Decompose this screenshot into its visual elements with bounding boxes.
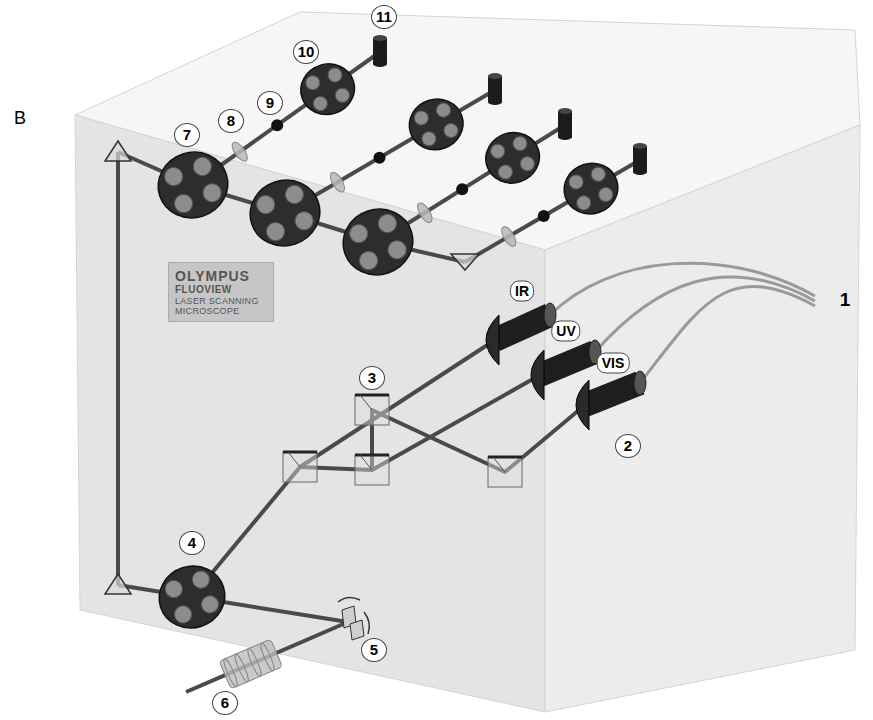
uv-beam [300,375,540,470]
dichroic-mirror [488,457,522,487]
housing-left-face [75,115,545,712]
scanning-mirrors [338,597,369,640]
nameplate-text: LASER SCANNING MICROSCOPE [175,296,267,317]
optical-fiber [640,287,815,383]
dichroic-mirror [355,455,389,485]
pinhole [374,152,386,164]
label-holder: 3 [359,366,385,390]
laser-name: IR [510,281,534,302]
emission-filter-wheel [479,126,546,190]
panel-letter: B [14,108,26,129]
filter-wheel [242,171,329,255]
nameplate-text: FLUOVIEW [175,284,267,296]
label-holder: 11 [371,5,397,29]
scan-lens [219,639,282,689]
laser-body [540,352,595,375]
barrier-filter [229,140,250,164]
laser-mount-plate [576,380,589,430]
prism [105,141,131,161]
laser-mount-plate [531,350,544,400]
callout-number: 2 [615,434,641,458]
emission-filter-wheel [294,57,361,121]
vertical-beam [116,152,120,585]
barrier-filter [328,170,348,194]
filter-wheel [335,200,422,284]
dichroic-mirror [355,395,389,425]
label-holder: 6 [212,691,238,715]
pinhole [538,210,550,222]
label-holder: 8 [218,109,244,133]
nameplate-text: OLYMPUS [175,268,267,284]
label-holder: VIS [597,353,630,374]
emission-filter-wheel [403,92,470,156]
pinhole [271,119,283,131]
label-holder: 5 [361,638,387,662]
photomultiplier-detector [558,108,572,140]
laser-body [585,383,640,405]
label-holder: B [14,108,26,129]
emission-filter-wheel [558,156,625,220]
housing-right-face [545,125,860,712]
laser-body [495,315,550,340]
laser-name: VIS [597,353,630,374]
callout-number: 5 [361,638,387,662]
callout-number: 4 [179,531,205,555]
dichroic-mirror [283,452,317,482]
nameplate: OLYMPUSFLUOVIEWLASER SCANNING MICROSCOPE [168,262,274,322]
ir-beam [300,340,495,467]
label-holder: 7 [174,123,200,147]
callout-number: 3 [359,366,385,390]
scan-beam [118,585,348,622]
label-holder: IR [510,281,534,302]
label-holder: 2 [615,434,641,458]
callout-number: 9 [257,91,283,115]
photomultiplier-detector [633,143,647,175]
callout-number: 8 [218,109,244,133]
label-holder: 4 [179,531,205,555]
callout-number: 11 [371,5,397,29]
laser-name: UV [551,321,580,342]
laser-mount-plate [486,315,499,365]
callout-number: 7 [174,123,200,147]
prism [451,254,479,270]
label-holder: 10 [293,40,319,64]
filter-wheel [150,143,237,227]
barrier-filter [499,224,519,248]
label-holder: 1 [840,289,851,311]
photomultiplier-detector [488,73,502,105]
vis-beam [372,405,585,472]
prism [105,574,131,594]
optical-fiber [595,277,815,352]
callout-number: 1 [840,289,851,311]
callout-number: 10 [293,40,319,64]
label-holder: 9 [257,91,283,115]
laser-end [634,371,646,395]
label-holder: UV [551,321,580,342]
detector-branch-beam [285,90,495,213]
output-beam [186,622,348,692]
callout-number: 6 [212,691,238,715]
filter-wheel [151,558,233,637]
photomultiplier-detector [373,35,387,67]
pinhole [456,183,468,195]
barrier-filter [415,201,435,225]
